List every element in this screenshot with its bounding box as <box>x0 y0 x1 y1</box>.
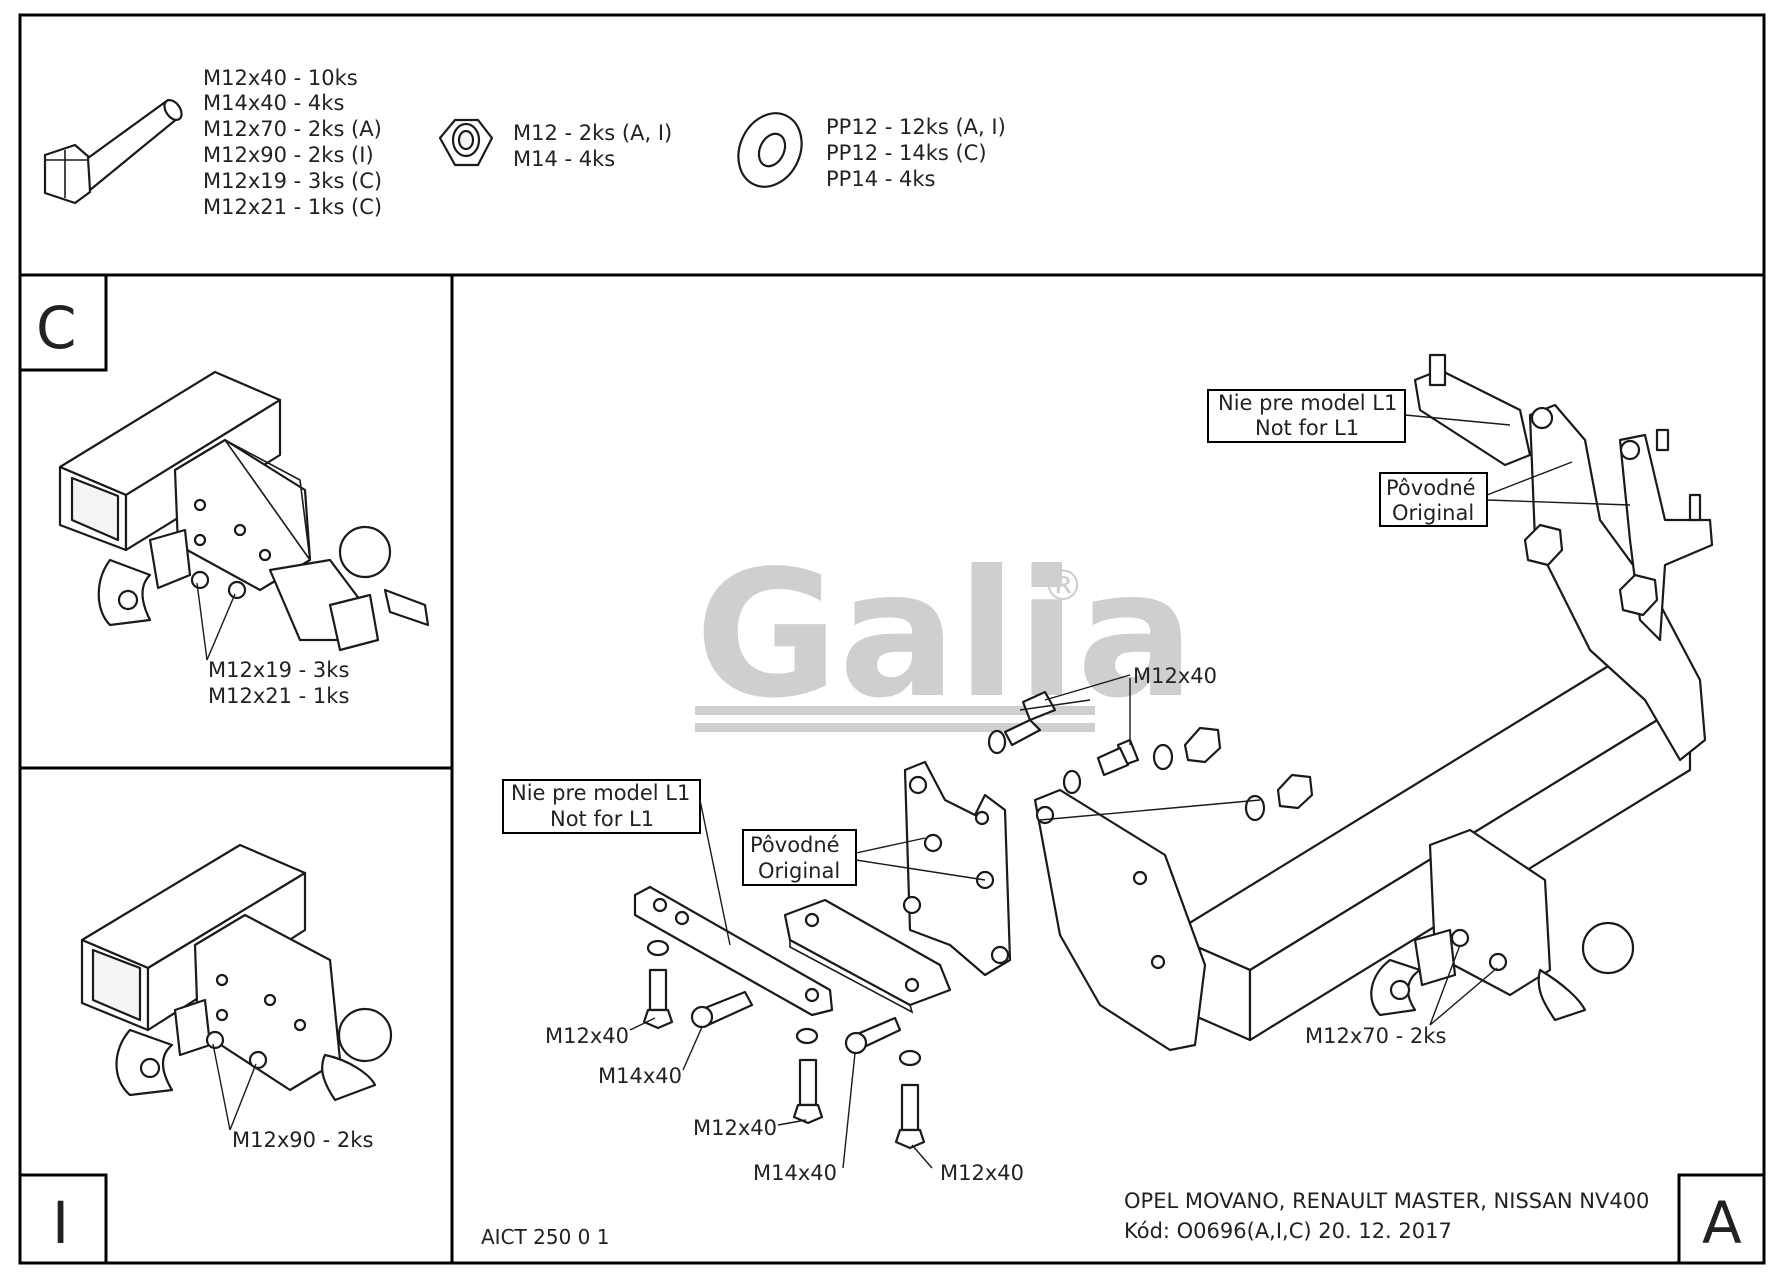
callout-orig-top-1: Pôvodné <box>1386 476 1476 500</box>
bolt-item-5: M12x19 - 3ks (C) <box>203 169 382 193</box>
variant-c-label-2: M12x21 - 1ks <box>208 684 349 708</box>
nut-list: M12 - 2ks (A, I) M14 - 4ks <box>513 121 672 171</box>
leader-m12x70-2 <box>1429 967 1498 1026</box>
callout-m14x40-a: M14x40 <box>598 1064 682 1088</box>
nut-item-2: M14 - 4ks <box>513 147 615 171</box>
variant-c-letter: C <box>36 294 77 362</box>
variant-i-letter: I <box>52 1189 69 1257</box>
leader-m12x40-b <box>777 1119 807 1126</box>
leader-m12x70-1 <box>1429 944 1461 1026</box>
callout-orig-left-1: Pôvodné <box>750 833 840 857</box>
callout-box-not-l1-top <box>1207 389 1406 443</box>
variant-a-letter: A <box>1702 1189 1742 1257</box>
callout-not-l1-top-1: Nie pre model L1 <box>1218 391 1397 415</box>
callout-box-not-l1-left <box>502 779 701 834</box>
variant-c-label-1: M12x19 - 3ks <box>208 658 349 682</box>
leader-m12x40-top-1 <box>1044 674 1131 701</box>
variant-c-towbar <box>58 370 430 652</box>
bolt-item-1: M12x40 - 10ks <box>203 66 358 90</box>
watermark-text: Galia <box>695 534 1195 737</box>
variant-c-box <box>18 273 108 372</box>
bolt-item-2: M14x40 - 4ks <box>203 91 344 115</box>
callout-m12x40-a: M12x40 <box>545 1024 629 1048</box>
washer-item-2: PP12 - 14ks (C) <box>826 141 987 165</box>
leader-not-l1-left <box>699 799 731 946</box>
leader-orig-left-1 <box>855 837 926 854</box>
bolt-icon <box>43 98 183 205</box>
dash-line-1 <box>1019 699 1091 711</box>
callout-m12x40-b: M12x40 <box>693 1116 777 1140</box>
doc-code: AICT 250 0 1 <box>481 1225 609 1249</box>
leader-i-2 <box>229 1063 257 1131</box>
washer-item-3: PP14 - 4ks <box>826 167 935 191</box>
callout-orig-left-2: Original <box>758 859 840 883</box>
main-assembly <box>633 353 1714 1150</box>
bolt-item-6: M12x21 - 1ks (C) <box>203 195 382 219</box>
callout-not-l1-left-1: Nie pre model L1 <box>511 781 690 805</box>
watermark-registered: ® <box>1042 561 1084 610</box>
leader-m14x40-a <box>682 1026 703 1071</box>
callout-box-orig-top <box>1379 472 1488 527</box>
bolt-item-4: M12x90 - 2ks (I) <box>203 143 374 167</box>
callout-m12x40-c: M12x40 <box>940 1161 1024 1185</box>
leader-orig-left-2 <box>855 859 986 881</box>
variant-i-label: M12x90 - 2ks <box>232 1128 373 1152</box>
watermark-bar-2 <box>695 723 1095 732</box>
leader-c-1 <box>196 582 208 661</box>
callout-m14x40-b: M14x40 <box>753 1161 837 1185</box>
washer-item-1: PP12 - 12ks (A, I) <box>826 115 1006 139</box>
washer-icon <box>737 112 803 188</box>
watermark-bar-1 <box>695 706 1095 715</box>
leader-i-1 <box>212 1043 231 1131</box>
leader-m14x40-b <box>842 1052 856 1169</box>
nut-item-1: M12 - 2ks (A, I) <box>513 121 672 145</box>
leader-orig-top-2 <box>1486 499 1631 506</box>
callout-m12x40-top: M12x40 <box>1133 664 1217 688</box>
callout-m12x70: M12x70 - 2ks <box>1305 1024 1446 1048</box>
galia-watermark: Galia ® <box>695 534 1195 737</box>
callout-not-l1-left-2: Not for L1 <box>550 807 654 831</box>
leader-orig-top-1 <box>1486 461 1573 496</box>
vehicle-models: OPEL MOVANO, RENAULT MASTER, NISSAN NV40… <box>1124 1189 1649 1213</box>
bolt-item-3: M12x70 - 2ks (A) <box>203 117 382 141</box>
callout-not-l1-top-2: Not for L1 <box>1255 416 1359 440</box>
outer-frame <box>18 13 1766 1265</box>
dash-line-2 <box>1039 799 1261 821</box>
callout-box-orig-left <box>742 829 857 886</box>
variant-i-box <box>18 1173 108 1265</box>
leader-not-l1-top <box>1404 414 1511 426</box>
callout-orig-top-2: Original <box>1392 501 1474 525</box>
variant-i-towbar <box>80 843 393 1102</box>
leader-c-2 <box>206 593 236 661</box>
kod-date: Kód: O0696(A,I,C) 20. 12. 2017 <box>1124 1219 1452 1243</box>
leader-m12x40-a <box>629 1017 656 1031</box>
bolt-list: M12x40 - 10ks M14x40 - 4ks M12x70 - 2ks … <box>203 66 382 219</box>
variant-a-box <box>1677 1173 1766 1265</box>
nut-icon <box>438 118 494 167</box>
washer-list: PP12 - 12ks (A, I) PP12 - 14ks (C) PP14 … <box>826 115 1006 191</box>
leader-m12x40-c <box>911 1144 933 1169</box>
